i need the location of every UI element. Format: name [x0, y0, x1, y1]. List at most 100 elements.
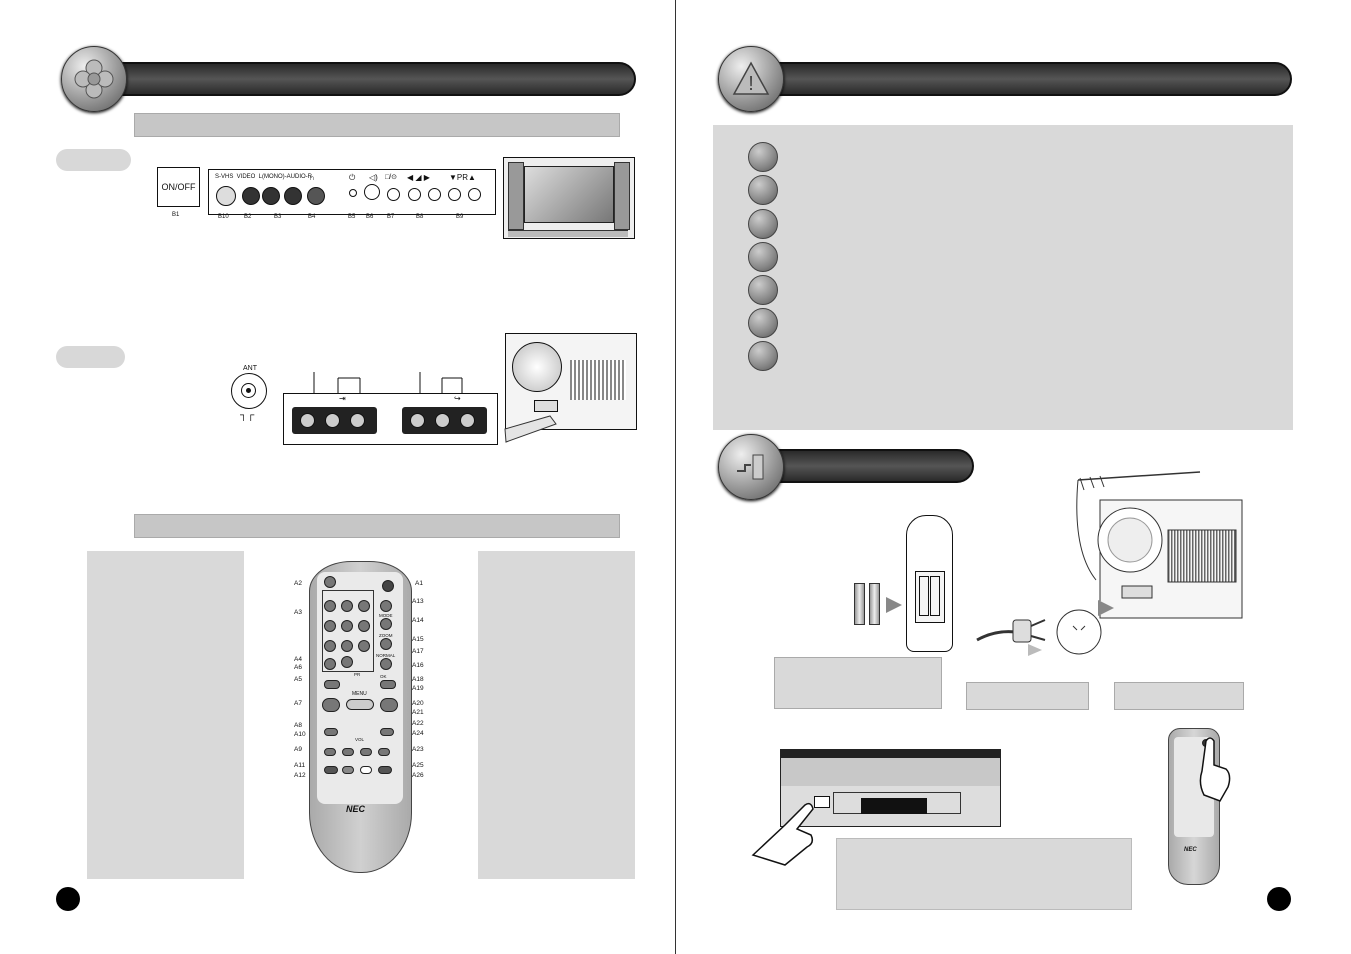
menu-button[interactable] — [346, 699, 374, 710]
right-page-number-dot — [1267, 887, 1291, 911]
code-b9: B9 — [456, 214, 464, 220]
label-a8: A8 — [294, 722, 302, 729]
digit-8[interactable] — [341, 640, 353, 652]
plug-arrow-icon — [1028, 644, 1042, 656]
stop-button[interactable] — [380, 728, 394, 736]
small-remote-hand-icon — [1199, 737, 1231, 802]
connection-header-bar — [750, 449, 974, 483]
safety-bullet-3-icon — [748, 209, 778, 239]
function-button-1[interactable] — [324, 748, 336, 756]
digit-0[interactable] — [341, 656, 353, 668]
label-a20: A20 — [412, 700, 424, 707]
label-a17: A17 — [412, 648, 424, 655]
pr-up-button[interactable] — [468, 188, 481, 201]
digit-grid — [322, 590, 374, 672]
yellow-key[interactable] — [360, 766, 372, 774]
zoom-button[interactable] — [380, 638, 392, 650]
scart-out-connector[interactable] — [402, 407, 487, 434]
scart-in-connector[interactable] — [292, 407, 377, 434]
power-indicator-icon: ⏻ — [349, 173, 356, 182]
function-button-3[interactable] — [360, 748, 372, 756]
label-a24: A24 — [412, 730, 424, 737]
onoff-label: ON/OFF — [161, 182, 196, 192]
remote-right-description-panel — [478, 551, 635, 879]
digit-6[interactable] — [358, 620, 370, 632]
function-button-2[interactable] — [342, 748, 354, 756]
video-jack[interactable] — [242, 187, 260, 205]
warning-icon: ! — [718, 46, 784, 112]
standby-button[interactable] — [382, 580, 394, 592]
label-a25: A25 — [412, 762, 424, 769]
antenna-socket[interactable] — [231, 373, 267, 409]
av-icon: □/⊙ — [385, 174, 398, 181]
audio-r-jack[interactable] — [284, 187, 302, 205]
digit-9[interactable] — [358, 640, 370, 652]
code-b1: B1 — [172, 212, 180, 218]
tv-connect-arrow-icon — [1098, 600, 1114, 616]
input-icon: ⇥ — [339, 394, 346, 403]
digit-4[interactable] — [324, 620, 336, 632]
blue-key[interactable] — [378, 766, 392, 774]
onoff-button[interactable]: ON/OFF — [157, 167, 200, 207]
mode-button[interactable] — [380, 618, 392, 630]
mute-button[interactable] — [324, 576, 336, 588]
code-b10: B10 — [218, 214, 229, 220]
label-a15: A15 — [412, 636, 424, 643]
label-a26: A26 — [412, 772, 424, 779]
code-b3: B3 — [274, 214, 282, 220]
digit-3[interactable] — [358, 600, 370, 612]
safety-bullet-5-icon — [748, 275, 778, 305]
pr-key-label: PR — [354, 672, 361, 677]
tv-rear-antenna-illustration — [1076, 471, 1243, 619]
code-b4: B4 — [308, 214, 316, 220]
teletext-button[interactable] — [324, 728, 338, 736]
code-b5: B5 — [348, 214, 356, 220]
volume-up-key[interactable] — [380, 698, 398, 712]
vol-key-label: VOL — [355, 737, 365, 742]
label-a14: A14 — [412, 617, 424, 624]
label-a7: A7 — [294, 700, 302, 707]
small-remote-brand: NEC — [1184, 847, 1197, 853]
ok-button[interactable] — [380, 680, 396, 689]
label-a9: A9 — [294, 746, 302, 753]
svg-text:!: ! — [748, 73, 754, 95]
pressing-hand-icon — [751, 802, 814, 866]
antenna-note-box — [1114, 682, 1244, 710]
headphone-jack[interactable] — [307, 187, 325, 205]
av-button[interactable] — [387, 188, 400, 201]
remote-brand-logo: NEC — [346, 804, 366, 814]
green-key[interactable] — [342, 766, 354, 774]
svhs-jack[interactable] — [216, 186, 236, 206]
label-a11: A11 — [294, 762, 306, 769]
speaker-icon: ◁) — [369, 173, 378, 182]
battery-note-box — [774, 657, 942, 709]
volume-down-button[interactable] — [408, 188, 421, 201]
digit-2[interactable] — [341, 600, 353, 612]
rear-callout-lines — [313, 372, 463, 394]
safety-bullet-1-icon — [748, 142, 778, 172]
normal-button[interactable] — [380, 658, 392, 670]
pr-down-button[interactable] — [448, 188, 461, 201]
red-key[interactable] — [324, 766, 338, 774]
tv-front-illustration — [503, 157, 635, 239]
tv-screen — [524, 166, 614, 223]
function-button-4[interactable] — [378, 748, 390, 756]
code-b2: B2 — [244, 214, 252, 220]
digit-5[interactable] — [341, 620, 353, 632]
3d-button[interactable] — [380, 600, 392, 612]
main-power-button[interactable] — [814, 796, 830, 808]
audio-l-jack[interactable] — [262, 187, 280, 205]
headphone-icon: ∩ — [309, 173, 315, 182]
av-select-button[interactable] — [324, 680, 340, 689]
volume-down-key[interactable] — [322, 698, 340, 712]
digit-1[interactable] — [324, 600, 336, 612]
label-a2: A2 — [294, 580, 302, 587]
label-a19: A19 — [412, 685, 424, 692]
recall-button[interactable] — [324, 658, 336, 670]
volume-up-button[interactable] — [428, 188, 441, 201]
battery-pair-illustration — [850, 577, 882, 633]
remote-control-subheader — [134, 514, 620, 538]
label-a5: A5 — [294, 676, 302, 683]
jack-labels: S-VHS VIDEO L(MONO)-AUDIO-R — [215, 174, 313, 180]
digit-7[interactable] — [324, 640, 336, 652]
